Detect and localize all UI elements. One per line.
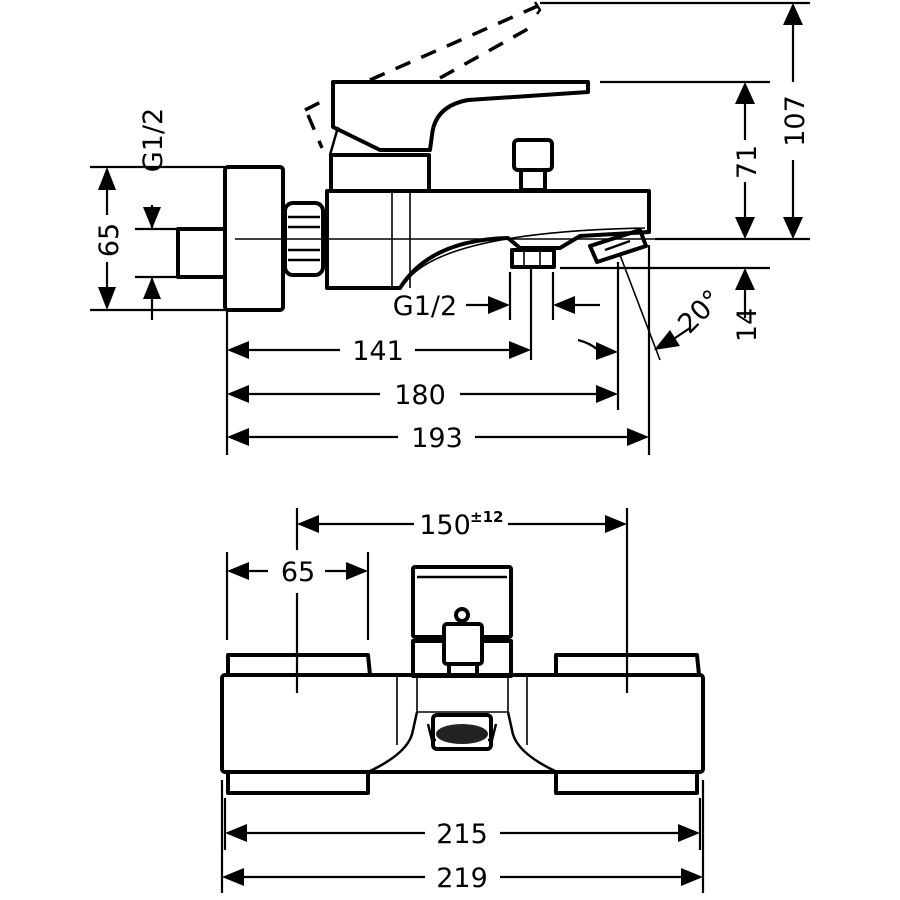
dimension-180	[227, 385, 618, 403]
label-spacing-150: 150	[419, 510, 471, 541]
mixer-body	[325, 189, 651, 290]
dimension-150	[297, 515, 627, 533]
lever-top-view	[411, 565, 513, 678]
label-spacing-tolerance: ±12	[470, 508, 503, 526]
dimension-219	[222, 868, 703, 886]
left-cap-bottom	[226, 770, 370, 795]
label-length-180: 180	[394, 380, 446, 411]
dimension-107	[783, 3, 803, 239]
dimension-angle	[654, 327, 691, 350]
aerator	[510, 248, 556, 269]
label-length-193: 193	[411, 423, 463, 454]
label-angle: 20°	[672, 284, 728, 340]
lever-raised-outline	[304, 1, 542, 149]
label-thread-inlet: G1/2	[138, 108, 169, 172]
top-view: 150 ±12 65 215 219	[220, 508, 705, 894]
right-cap-bottom	[554, 770, 699, 795]
diverter-knob	[512, 138, 554, 192]
dimension-14	[735, 268, 755, 318]
spout-outlet-top	[426, 713, 498, 751]
dimension-215	[225, 824, 700, 842]
side-view: 65 G1/2 107 71 14 20°	[90, 1, 811, 455]
label-height-107: 107	[780, 95, 811, 147]
dimension-71	[735, 82, 755, 239]
label-height-65: 65	[94, 223, 125, 257]
inlet-connector	[176, 227, 227, 279]
dimension-g12-outlet	[466, 296, 600, 314]
left-cap-top	[226, 653, 372, 677]
label-width-65: 65	[281, 557, 315, 588]
label-height-14: 14	[732, 308, 763, 342]
dimension-193	[227, 428, 649, 446]
dimension-g12-inlet	[143, 205, 161, 320]
hand-shower-outlet	[588, 228, 648, 264]
label-width-219: 219	[436, 863, 488, 894]
dimension-65-vertical	[98, 167, 116, 310]
label-thread-outlet: G1/2	[393, 291, 457, 322]
label-length-141: 141	[352, 336, 404, 367]
label-height-71: 71	[732, 145, 763, 179]
dimension-65-horizontal	[227, 562, 368, 580]
label-width-215: 215	[436, 819, 488, 850]
dimension-141	[227, 338, 618, 360]
cartridge-collar	[329, 153, 431, 193]
lever-handle	[331, 80, 590, 152]
mixer-body-top	[220, 673, 705, 774]
